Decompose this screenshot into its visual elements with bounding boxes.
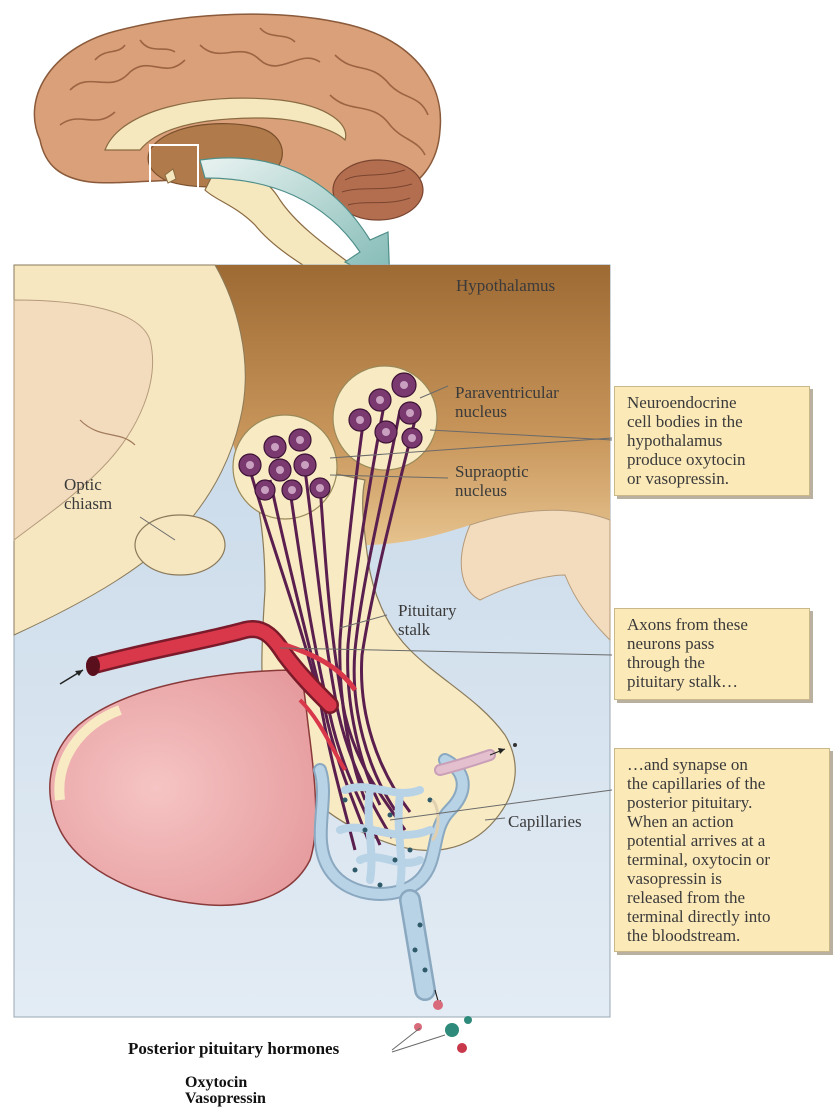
callout-cell-bodies: Neuroendocrine cell bodies in the hypoth… [614, 386, 810, 496]
callout-synapse: …and synapse on the capillaries of the p… [614, 748, 830, 952]
capillaries-label: Capillaries [508, 812, 582, 831]
paraventricular-nucleus-label: Paraventricular nucleus [455, 383, 559, 421]
supraoptic-nucleus-label: Supraoptic nucleus [455, 462, 529, 500]
optic-chiasm-shape [135, 515, 225, 575]
callout-axons: Axons from these neurons pass through th… [614, 608, 810, 700]
brain-overview [34, 14, 440, 290]
optic-chiasm-label: Optic chiasm [64, 475, 112, 513]
hormone-vasopressin: Vasopressin [185, 1090, 266, 1108]
hormones-heading: Posterior pituitary hormones [128, 1040, 339, 1058]
hypothalamus-label: Hypothalamus [456, 276, 555, 295]
pituitary-stalk-label: Pituitary stalk [398, 601, 457, 639]
